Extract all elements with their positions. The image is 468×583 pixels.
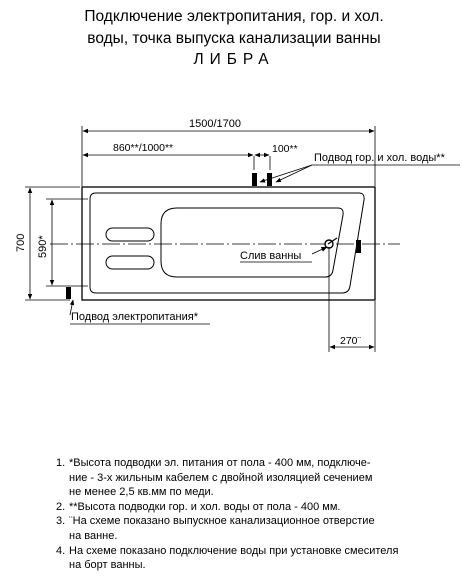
inner-height-dim: 590* (37, 235, 49, 258)
bathtub-inner-rim (89, 192, 365, 294)
faucet-spacing-dim: 100** (272, 143, 298, 155)
notes-list: 1.*Высота подводки эл. питания от пола -… (56, 456, 456, 573)
handle-slot-lower (105, 255, 155, 270)
drain-offset-dim: 270¨ (340, 335, 362, 347)
note-item: 4.На схеме показано подключение воды при… (56, 544, 399, 572)
title-line-3: ЛИБРА (193, 51, 275, 68)
drain-label: Слив ванны (240, 250, 301, 262)
title-line-2: воды, точка выпуска канализации ванны (87, 30, 381, 47)
power-supply-icon (66, 287, 71, 299)
left-offset-dim: 860**/1000** (113, 142, 173, 154)
title-line-1: Подключение электропитания, гор. и хол. (84, 8, 384, 25)
bathtub-outer-outline (81, 186, 376, 301)
cold-water-pipe-icon (267, 173, 272, 186)
drain-leader (311, 246, 328, 255)
handle-slot-upper (105, 227, 155, 242)
bathtub-basin (160, 207, 344, 278)
drain-pipe-mark (327, 237, 338, 245)
total-length-dim: 1500/1700 (189, 118, 241, 130)
note-item: 3.¨На схеме показано выпускное канализац… (56, 515, 375, 542)
note-item: 2.**Высота подводки гор. и хол. воды от … (56, 500, 341, 513)
height-dim: 700 (15, 234, 27, 252)
power-supply-label: Подвод электропитания* (71, 311, 199, 323)
hot-water-pipe-icon (252, 173, 257, 186)
water-supply-label: Подвод гор. и хол. воды** (314, 152, 446, 164)
note-item: 1.*Высота подводки эл. питания от пола -… (56, 457, 373, 499)
overflow-mark (356, 240, 361, 253)
